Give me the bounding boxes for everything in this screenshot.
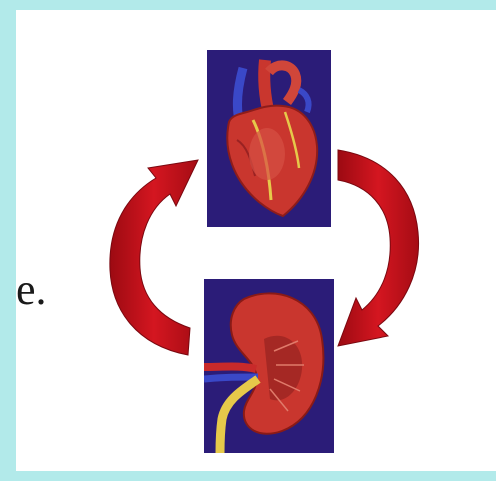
heart-image: [207, 50, 331, 227]
right-cycle-arrow-icon: [338, 150, 419, 346]
kidney-image: [204, 279, 334, 453]
slide-panel: e.: [16, 10, 496, 471]
kidney-icon: [204, 279, 334, 453]
heart-icon: [207, 50, 331, 227]
left-cycle-arrow-icon: [110, 160, 198, 355]
